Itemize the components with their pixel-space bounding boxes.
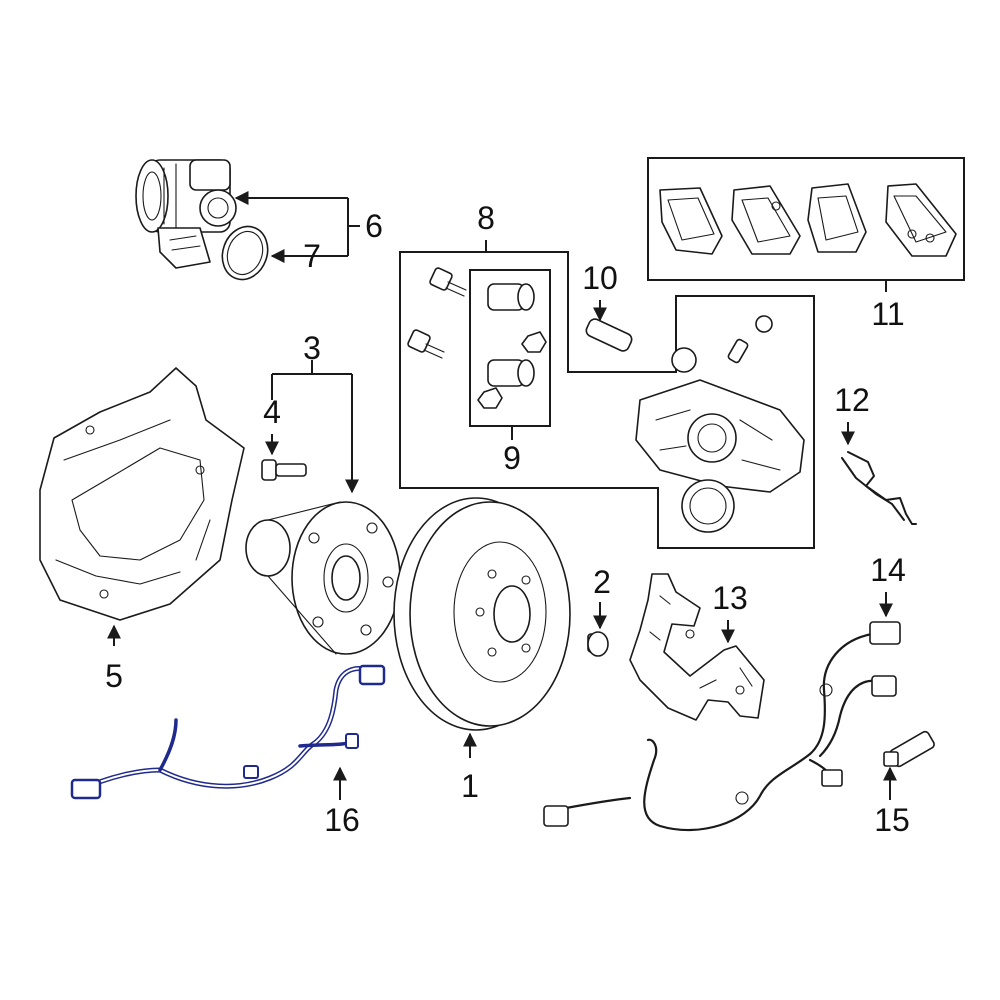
rotor-screw-part[interactable] [587,631,609,657]
callout-4: 4 [263,394,281,430]
wheel-speed-sensor-15[interactable] [883,730,936,768]
brake-pad-4[interactable] [885,183,957,257]
caliper-assembly-part[interactable] [635,347,805,493]
wheel-stud-part[interactable] [261,459,307,481]
callout-6-bracket [234,191,360,263]
callout-6: 6 [365,208,383,244]
sensor-wire-harness-16-highlighted[interactable] [70,664,386,800]
bushing-nut-lower[interactable] [477,387,503,409]
guide-pin-part[interactable] [584,317,633,353]
o-ring-part[interactable] [215,220,275,286]
anti-rattle-spring-part[interactable] [841,451,917,525]
wheel-speed-sensor-harness-14[interactable] [543,621,901,832]
guide-bushing-lower[interactable] [487,359,535,387]
callout-13: 13 [712,580,748,616]
callout-5: 5 [105,658,123,694]
callout-9: 9 [503,440,521,476]
hub-bearing-part[interactable] [245,501,401,655]
brake-pad-3[interactable] [807,183,867,253]
bleeder-screw[interactable] [727,338,749,364]
caliper-piston-seal[interactable] [681,479,735,533]
callout-2: 2 [593,564,611,600]
callout-8: 8 [477,200,495,236]
splash-shield-part[interactable] [39,367,245,621]
callout-11: 11 [871,296,904,332]
brake-pad-set-outline [647,157,965,281]
caliper-bolt-lower[interactable] [407,329,445,359]
caliper-bracket-part[interactable] [629,573,765,721]
callout-15: 15 [874,802,910,838]
caliper-kit-outline [399,251,815,549]
callout-14: 14 [870,552,906,588]
callout-10: 10 [582,260,618,296]
caliper-motor-part[interactable] [135,159,237,269]
bushing-kit-outline [469,269,551,427]
callout-1: 1 [461,768,479,804]
callout-3: 3 [303,330,321,366]
callout-16: 16 [324,802,360,838]
bleeder-cap[interactable] [755,315,773,333]
brake-pad-2[interactable] [731,185,801,255]
guide-bushing-upper[interactable] [487,283,535,311]
caliper-bolt-upper[interactable] [429,267,467,297]
callout-12: 12 [834,382,870,418]
brake-pad-1[interactable] [659,187,723,255]
bushing-nut-upper[interactable] [521,331,547,353]
callout-7: 7 [303,238,321,274]
brake-rotor-part[interactable] [393,497,571,731]
